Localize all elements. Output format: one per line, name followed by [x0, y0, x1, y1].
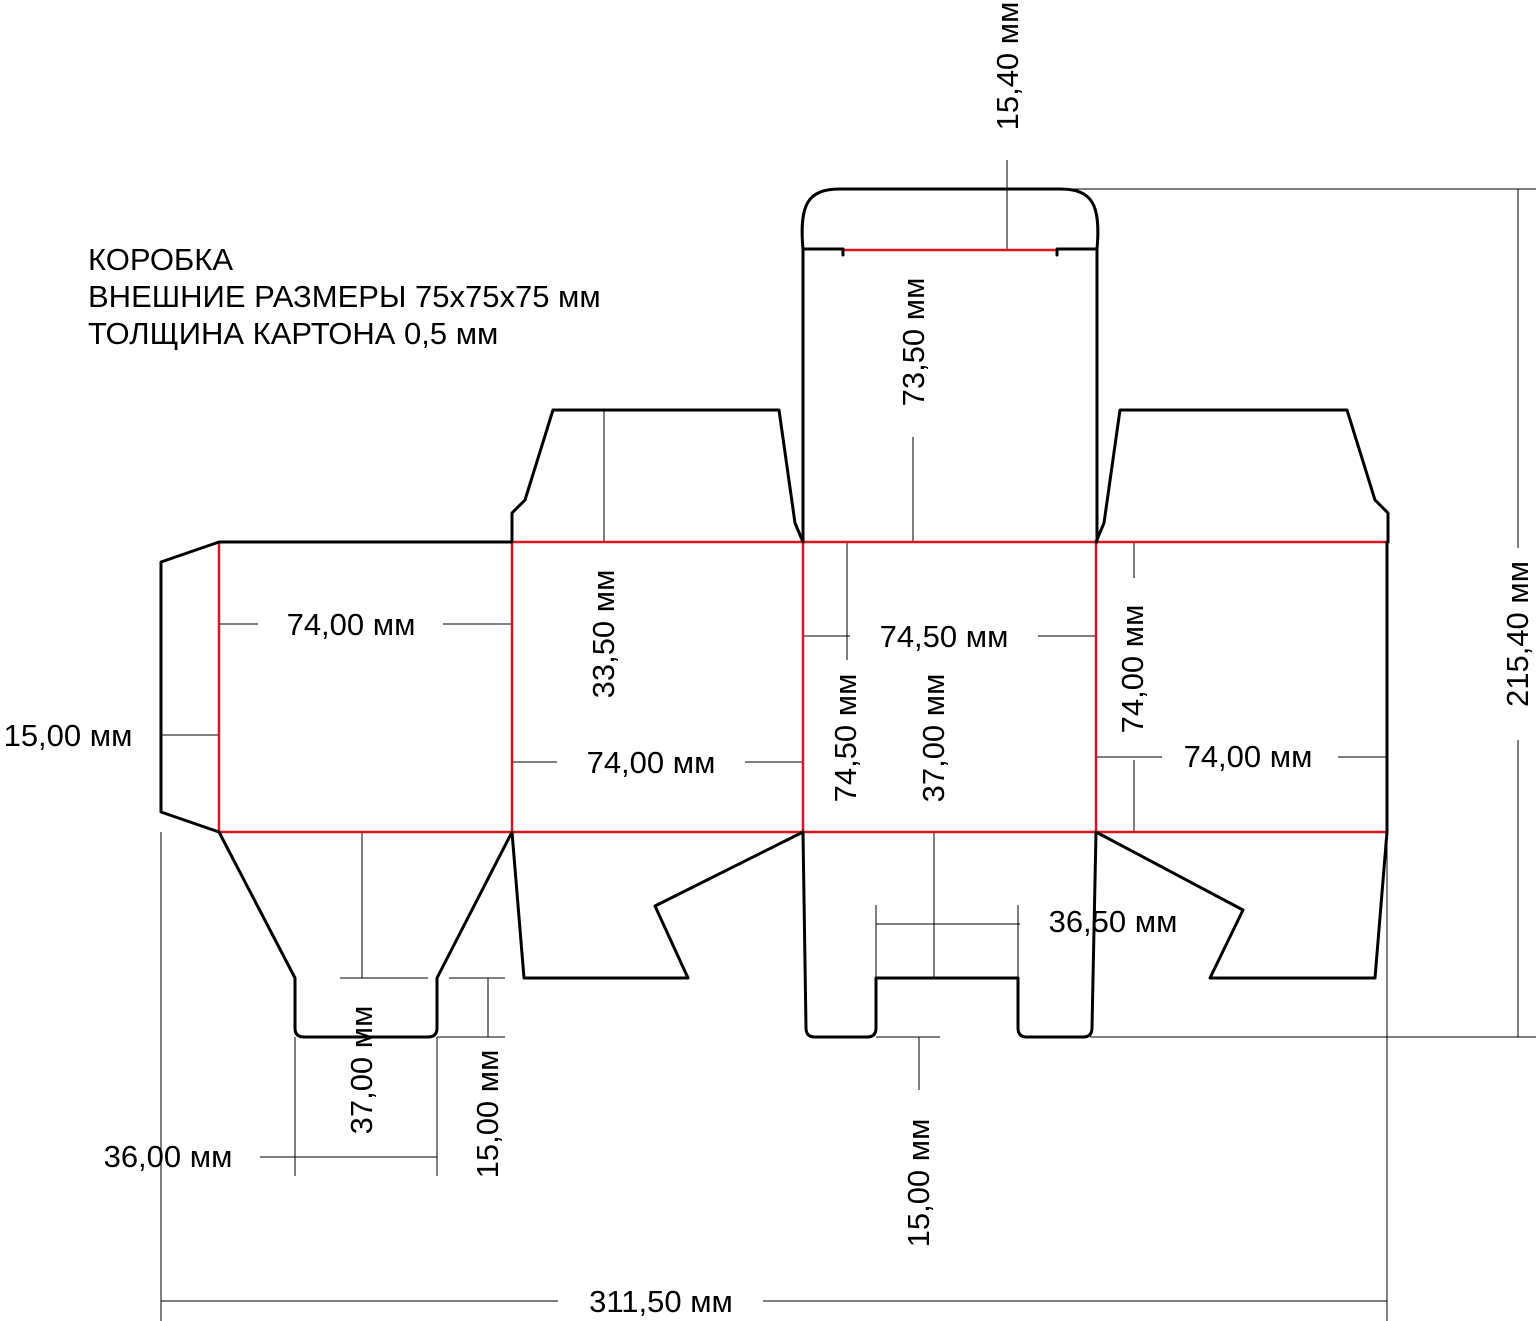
dim-label-panel4-width: 74,00 мм [1184, 739, 1313, 774]
dim-label-bottom-flap-mid: 37,00 мм [916, 674, 951, 803]
fold-lines [217, 248, 1386, 834]
dim-label-bottom-flap-left: 37,00 мм [344, 1006, 379, 1135]
dim-label-overall-height: 215,40 мм [1500, 561, 1535, 707]
dimension-lines [160, 160, 1536, 1321]
title-line-1: КОРОБКА [88, 242, 233, 277]
dim-label-dust-flap-height: 33,50 мм [586, 570, 621, 699]
dim-label-top-tuck: 15,40 мм [990, 2, 1025, 131]
dim-label-bottom-tab-mid: 15,00 мм [901, 1119, 936, 1248]
dimension-labels: 15,40 мм 73,50 мм 215,40 мм 15,00 мм 74,… [4, 2, 1535, 1319]
title-block: КОРОБКА ВНЕШНИЕ РАЗМЕРЫ 75х75х75 мм ТОЛЩ… [88, 242, 601, 351]
cut-lines [159, 187, 1390, 1039]
dim-label-overall-width: 311,50 мм [589, 1284, 733, 1319]
dim-label-bottom-slot: 36,50 мм [1049, 904, 1178, 939]
dim-label-panel4-height: 74,00 мм [1115, 605, 1150, 734]
title-line-2: ВНЕШНИЕ РАЗМЕРЫ 75х75х75 мм [88, 279, 601, 314]
dim-label-glue-flap: 15,00 мм [4, 718, 133, 753]
title-line-3: ТОЛЩИНА КАРТОНА 0,5 мм [88, 316, 498, 351]
dim-label-top-lid: 73,50 мм [896, 278, 931, 407]
dim-label-panel3-height: 74,50 мм [828, 674, 863, 803]
dim-label-bottom-tab-left: 15,00 мм [470, 1050, 505, 1179]
dim-label-panel1-width: 74,00 мм [287, 607, 416, 642]
dim-label-bottom-tab-width: 36,00 мм [104, 1139, 233, 1174]
dim-label-panel2-width: 74,00 мм [587, 745, 716, 780]
dim-label-panel3-width: 74,50 мм [880, 619, 1009, 654]
